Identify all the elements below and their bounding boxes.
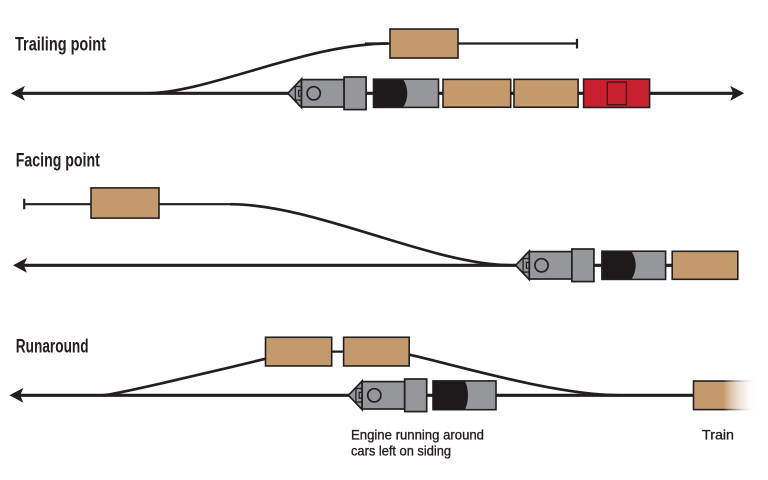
svg-text:Runaround: Runaround: [16, 336, 89, 357]
svg-text:Train: Train: [702, 427, 734, 443]
svg-text:cars left on siding: cars left on siding: [351, 442, 451, 458]
svg-text:Facing point: Facing point: [16, 150, 100, 171]
svg-text:Engine running around: Engine running around: [351, 426, 484, 442]
svg-text:Trailing point: Trailing point: [15, 34, 107, 55]
